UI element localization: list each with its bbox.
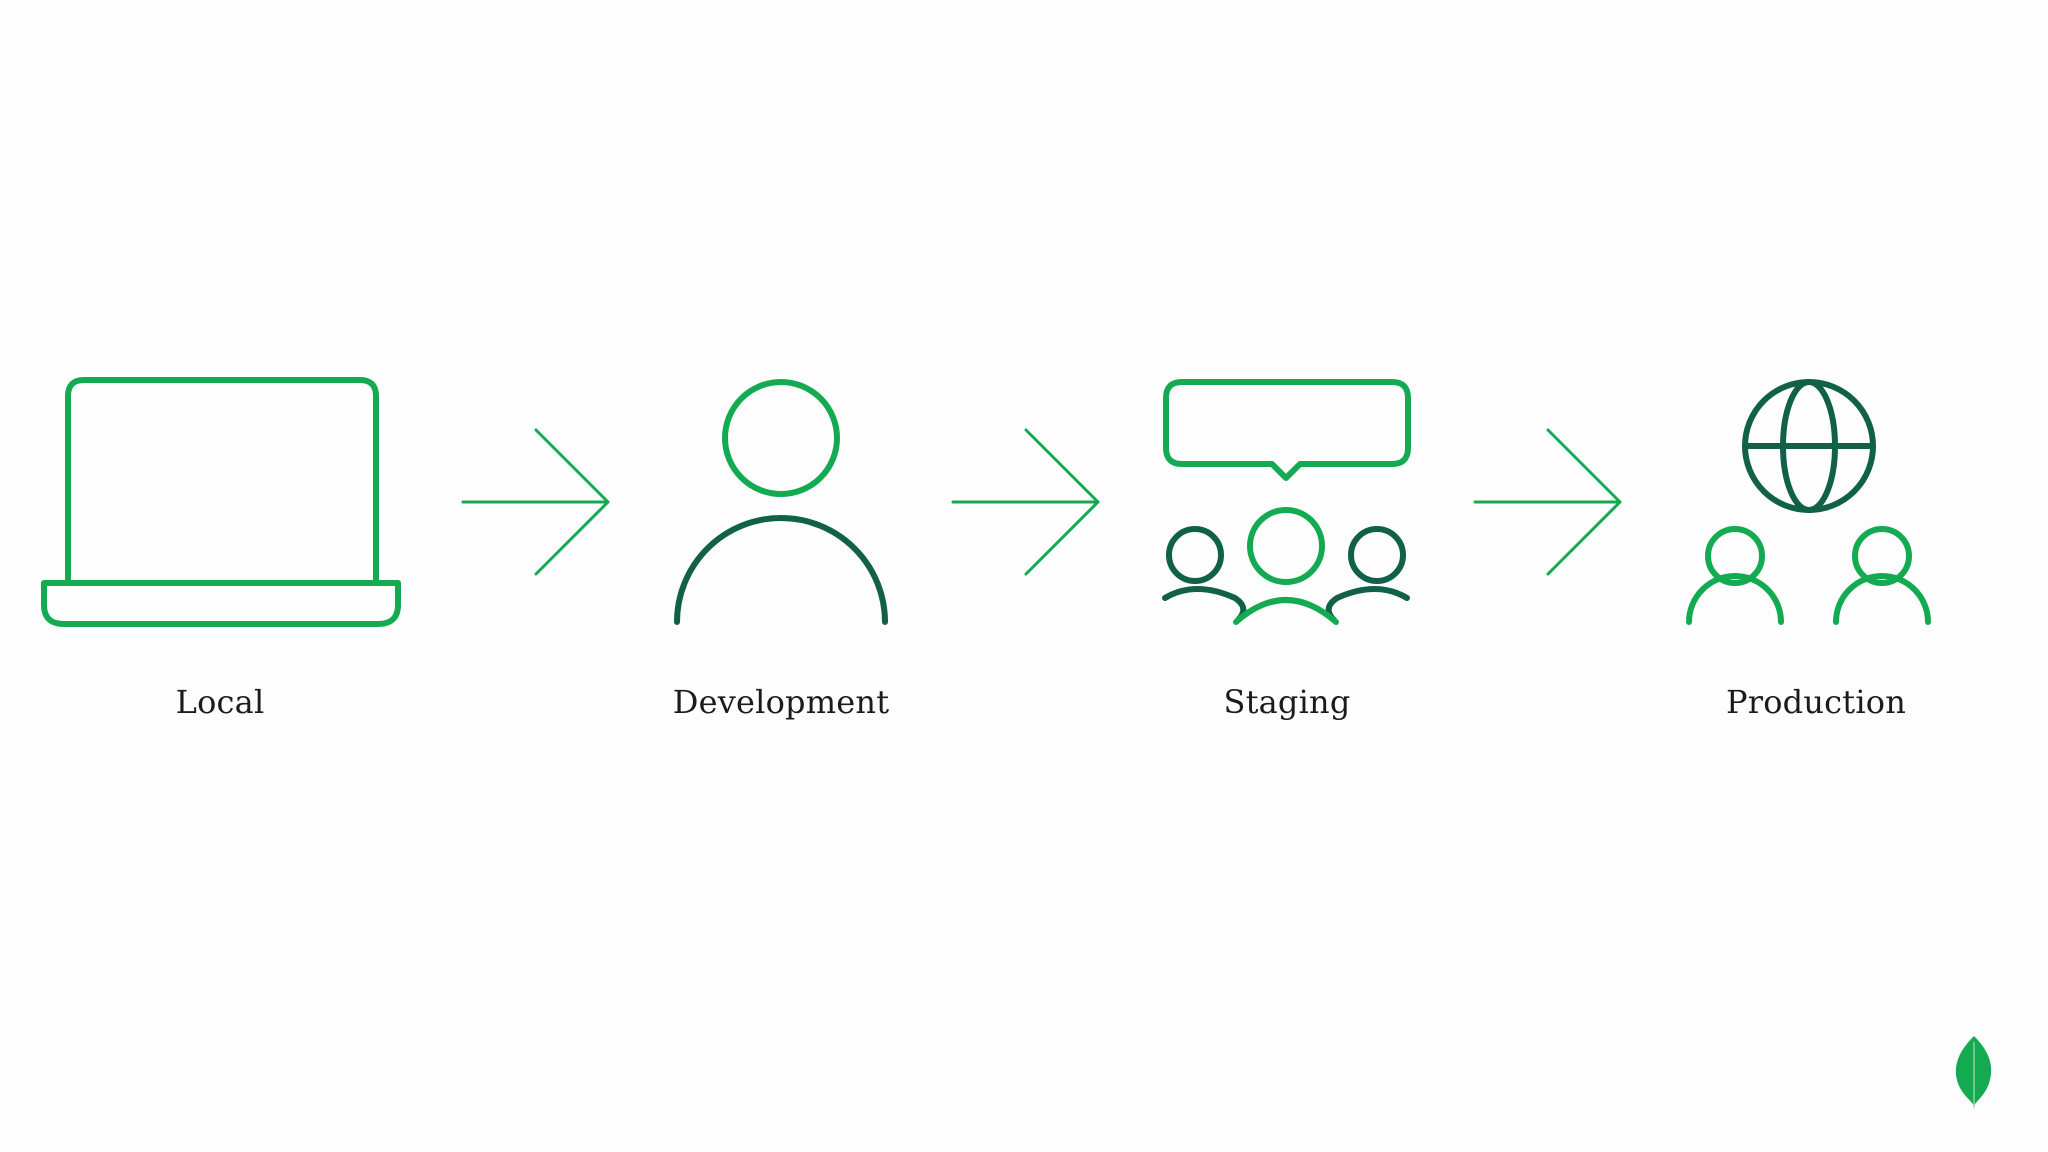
stage-label-local: Local [175,683,265,721]
arrow-right-icon [1473,428,1622,576]
stage-label-staging: Staging [1223,683,1351,721]
group-chat-icon [1162,379,1411,625]
stage-label-development: Development [672,683,890,721]
stage-label-production: Production [1725,683,1907,721]
laptop-icon [41,377,401,627]
leaf-icon [1955,1036,1992,1108]
arrow-right-icon [951,428,1100,576]
person-icon [674,379,888,625]
arrow-right-icon [461,428,610,576]
globe-users-icon [1686,379,1931,625]
